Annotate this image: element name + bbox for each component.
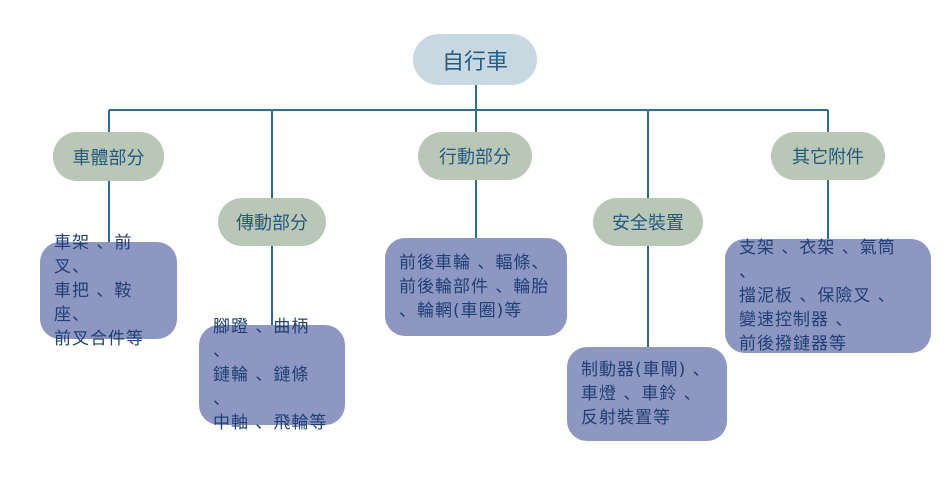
detail-safety-text: 制動器(車閘) 、 車燈 、車鈴 、 反射裝置等	[581, 360, 711, 428]
detail-transmission-text: 腳蹬 、曲柄 、 鏈輪 、鏈條 、 中軸 、飛輪等	[213, 317, 328, 433]
detail-body-text: 車架 、前叉、 車把 、鞍座、 前叉合件等	[54, 232, 144, 349]
category-body-label: 車體部分	[72, 147, 145, 169]
detail-running: 前後車輪 、輻條、 前後輪部件 、輪胎 、輪輞(車圈)等	[385, 238, 567, 336]
detail-body: 車架 、前叉、 車把 、鞍座、 前叉合件等	[40, 233, 177, 349]
category-safety-label: 安全裝置	[612, 213, 684, 234]
category-transmission: 傳動部分	[218, 198, 326, 246]
detail-accessories-text: 支架 、衣架 、氣筒 、 擋泥板 、保險叉 、 變速控制器 、 前後撥鏈器等	[739, 238, 896, 354]
category-accessories: 其它附件	[771, 132, 885, 180]
detail-accessories: 支架 、衣架 、氣筒 、 擋泥板 、保險叉 、 變速控制器 、 前後撥鏈器等	[725, 238, 931, 354]
root-label: 自行車	[441, 49, 508, 75]
category-accessories-label: 其它附件	[792, 147, 864, 168]
detail-running-text: 前後車輪 、輻條、 前後輪部件 、輪胎 、輪輞(車圈)等	[399, 253, 550, 321]
detail-transmission: 腳蹬 、曲柄 、 鏈輪 、鏈條 、 中軸 、飛輪等	[199, 317, 345, 433]
category-running-label: 行動部分	[439, 147, 511, 168]
root-node: 自行車	[413, 34, 537, 85]
category-transmission-label: 傳動部分	[236, 213, 308, 234]
detail-safety: 制動器(車閘) 、 車燈 、車鈴 、 反射裝置等	[567, 347, 727, 441]
category-body: 車體部分	[53, 132, 164, 181]
category-running: 行動部分	[418, 132, 532, 180]
category-safety: 安全裝置	[593, 198, 703, 246]
